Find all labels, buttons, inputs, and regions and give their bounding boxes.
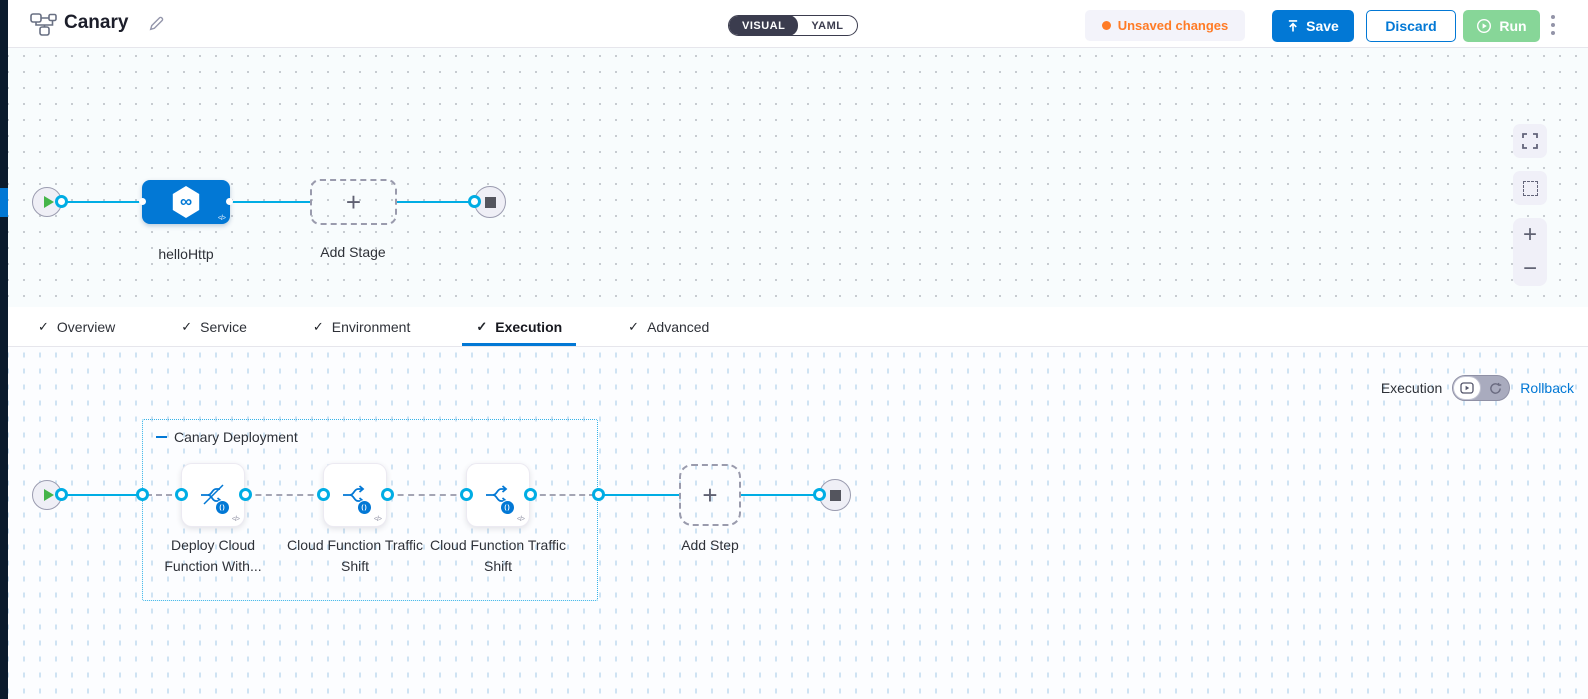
connector-port bbox=[813, 488, 826, 501]
cloud-function-badge-icon: () bbox=[215, 500, 230, 515]
execution-mode-label: Execution bbox=[1380, 380, 1443, 396]
selection-mode-button[interactable] bbox=[1513, 171, 1547, 205]
connector-line bbox=[230, 201, 310, 203]
tab-advanced[interactable]: ✓ Advanced bbox=[628, 318, 710, 335]
connector-port bbox=[136, 488, 149, 501]
run-button[interactable]: Run bbox=[1463, 10, 1540, 42]
tab-environment[interactable]: ✓ Environment bbox=[312, 318, 411, 335]
stop-icon bbox=[829, 489, 841, 501]
step-node-deploy-cloud-function[interactable]: () </> bbox=[181, 463, 245, 527]
step-group-header[interactable]: Canary Deployment bbox=[156, 429, 298, 445]
tab-overview[interactable]: ✓ Overview bbox=[38, 318, 116, 335]
check-icon: ✓ bbox=[181, 318, 193, 334]
code-icon: </> bbox=[217, 215, 226, 222]
nav-strip-active-indicator bbox=[0, 188, 8, 217]
zoom-in-button[interactable]: + bbox=[1522, 221, 1537, 248]
unsaved-changes-badge: Unsaved changes bbox=[1085, 10, 1245, 41]
plus-icon: + bbox=[702, 479, 718, 510]
stage-canvas[interactable]: ∞ </> helloHttp + Add Stage + − bbox=[0, 48, 1588, 307]
dashed-connector bbox=[245, 494, 324, 496]
check-icon: ✓ bbox=[312, 318, 324, 334]
tab-service[interactable]: ✓ Service bbox=[181, 318, 247, 335]
connector-line bbox=[397, 201, 475, 203]
plus-icon: + bbox=[345, 186, 362, 217]
zoom-controls: + − bbox=[1513, 218, 1547, 286]
stage-tabbar: ✓ Overview ✓ Service ✓ Environment ✓ Exe… bbox=[0, 307, 1588, 347]
step-label: Cloud Function Traffic Shift bbox=[430, 537, 566, 574]
visual-tab[interactable]: VISUAL bbox=[729, 16, 799, 35]
connector-port bbox=[239, 488, 252, 501]
fullscreen-button[interactable] bbox=[1513, 124, 1547, 158]
edit-pipeline-icon[interactable] bbox=[148, 15, 165, 37]
connector-port bbox=[55, 488, 68, 501]
stage-name-label: helloHttp bbox=[158, 246, 214, 262]
step-label: Cloud Function Traffic Shift bbox=[287, 537, 423, 574]
marquee-select-icon bbox=[1522, 180, 1538, 196]
collapse-icon bbox=[156, 435, 167, 439]
connector-port bbox=[55, 195, 68, 208]
execution-canvas[interactable] bbox=[0, 347, 1588, 699]
zoom-out-button[interactable]: − bbox=[1522, 255, 1537, 282]
connector-line bbox=[61, 494, 143, 496]
rollback-mode-icon[interactable] bbox=[1481, 376, 1509, 400]
step-group-title: Canary Deployment bbox=[174, 429, 298, 445]
execution-mode-icon[interactable] bbox=[1453, 376, 1482, 400]
execution-end-node[interactable] bbox=[819, 479, 851, 511]
connector-port bbox=[381, 488, 394, 501]
rollback-link[interactable]: Rollback bbox=[1520, 380, 1574, 396]
connector-line bbox=[61, 201, 143, 203]
unsaved-dot-icon bbox=[1101, 21, 1111, 30]
save-button[interactable]: Save bbox=[1272, 10, 1354, 42]
play-circle-icon bbox=[1477, 18, 1492, 34]
check-icon: ✓ bbox=[38, 318, 49, 334]
execution-mode-row: Execution Rollback bbox=[1381, 375, 1574, 401]
step-node-traffic-shift-1[interactable]: () </> bbox=[323, 463, 387, 527]
add-stage-label: Add Stage bbox=[320, 244, 386, 260]
connector-line bbox=[598, 494, 680, 496]
stage-node-hellohttp[interactable]: ∞ </> bbox=[139, 180, 233, 224]
collapsed-nav-strip[interactable] bbox=[0, 0, 8, 699]
dashed-connector bbox=[387, 494, 467, 496]
discard-button[interactable]: Discard bbox=[1366, 10, 1456, 42]
step-node-traffic-shift-2[interactable]: () </> bbox=[466, 463, 530, 527]
cloud-function-badge-icon: () bbox=[357, 500, 372, 515]
visual-yaml-toggle: VISUAL YAML bbox=[728, 15, 858, 36]
add-step-button[interactable]: + bbox=[679, 464, 741, 526]
connector-line bbox=[741, 494, 820, 496]
dashed-connector bbox=[530, 494, 595, 496]
more-options-icon[interactable] bbox=[1546, 15, 1560, 35]
stage-in-port bbox=[139, 198, 146, 205]
add-step-label: Add Step bbox=[681, 537, 739, 553]
connector-port bbox=[317, 488, 330, 501]
connector-port bbox=[175, 488, 188, 501]
check-icon: ✓ bbox=[628, 318, 640, 334]
unsaved-changes-label: Unsaved changes bbox=[1117, 18, 1229, 33]
fullscreen-icon bbox=[1522, 133, 1538, 149]
step-group-canary-deployment[interactable]: Canary Deployment bbox=[142, 419, 598, 601]
connector-port bbox=[592, 488, 605, 501]
connector-port bbox=[460, 488, 473, 501]
dashed-connector bbox=[146, 494, 182, 496]
pipeline-title: Canary bbox=[64, 12, 129, 33]
connector-port bbox=[524, 488, 537, 501]
cloud-function-badge-icon: () bbox=[500, 500, 515, 515]
harness-stage-icon: ∞ bbox=[172, 186, 200, 218]
step-label: Deploy Cloud Function With... bbox=[164, 537, 262, 574]
code-icon: </> bbox=[516, 516, 525, 523]
execution-rollback-switch[interactable] bbox=[1452, 375, 1511, 401]
header-bar: Canary VISUAL YAML Unsaved changes Save … bbox=[0, 0, 1588, 48]
tab-execution[interactable]: ✓ Execution bbox=[462, 307, 576, 346]
add-stage-button[interactable]: + bbox=[310, 179, 397, 225]
stage-out-port bbox=[226, 198, 233, 205]
upload-icon bbox=[1288, 20, 1298, 32]
code-icon: </> bbox=[373, 516, 382, 523]
stop-icon bbox=[484, 196, 496, 208]
play-icon bbox=[43, 196, 54, 208]
yaml-tab[interactable]: YAML bbox=[811, 19, 844, 32]
check-icon: ✓ bbox=[476, 318, 488, 334]
code-icon: </> bbox=[231, 516, 240, 523]
play-icon bbox=[43, 489, 54, 501]
connector-port bbox=[468, 195, 481, 208]
pipeline-icon bbox=[30, 13, 57, 41]
